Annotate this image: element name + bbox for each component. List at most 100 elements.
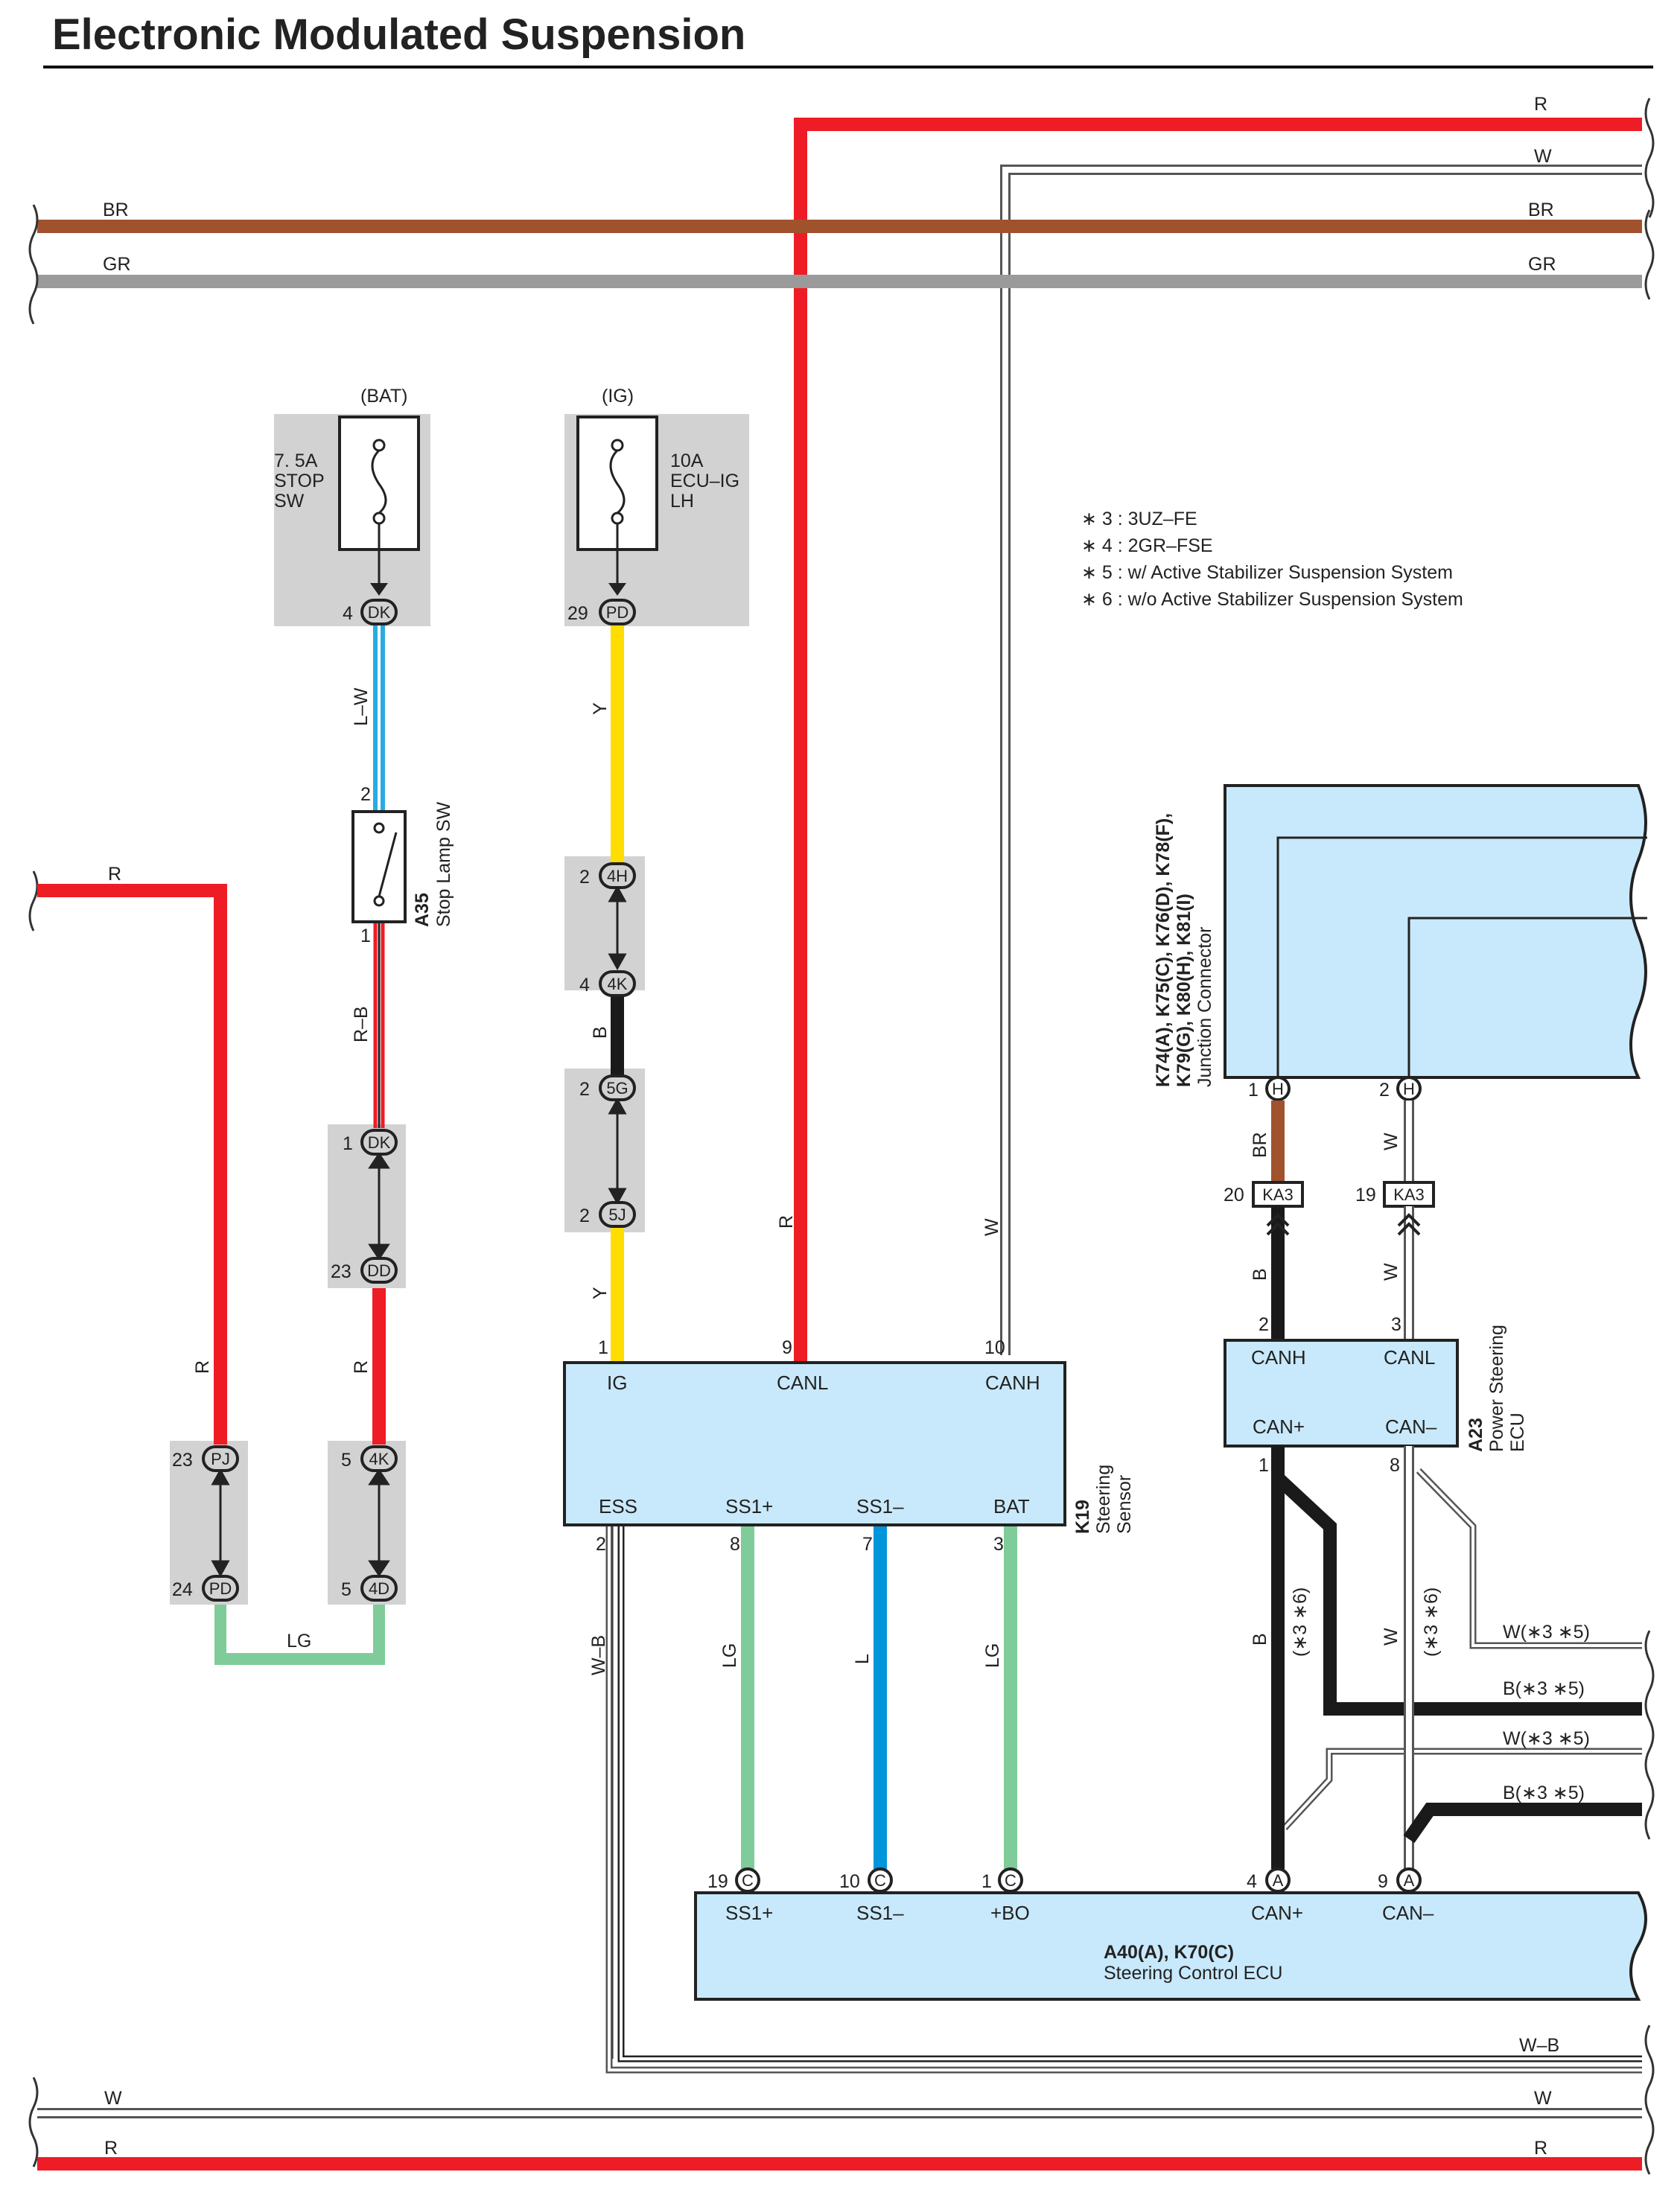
junction-connector bbox=[1224, 784, 1647, 1079]
junction-code-line2: K79(G), K80(H), K81(I) bbox=[1174, 894, 1194, 1087]
wire-label-gr-left: GR bbox=[103, 254, 131, 275]
wire-label-out-w35-1: W(∗3 ∗5) bbox=[1503, 1622, 1590, 1643]
conn-dk-mid: DK bbox=[368, 1133, 391, 1152]
sc-pin-c10-num: 10 bbox=[839, 1871, 860, 1892]
wire-label-br-left: BR bbox=[103, 200, 129, 220]
sc-ecu-name: Steering Control ECU bbox=[1104, 1963, 1282, 1984]
sc-term-canm: CAN– bbox=[1382, 1902, 1434, 1924]
ss-term-ig: IG bbox=[607, 1372, 627, 1394]
fuse-ecu-ig-lh bbox=[576, 415, 658, 596]
wire-label-lg-ss1p: LG bbox=[719, 1643, 740, 1668]
sc-term-canp: CAN+ bbox=[1251, 1902, 1303, 1924]
ps-ecu-term-canm: CAN– bbox=[1385, 1415, 1437, 1438]
ps-ecu-pin-canp: 1 bbox=[1259, 1455, 1269, 1476]
ss-term-canh: CANH bbox=[985, 1372, 1040, 1394]
wire-label-bottom-wb: W–B bbox=[1519, 2035, 1559, 2056]
sc-ecu-pins bbox=[735, 1867, 1422, 1893]
junction-code-line1: K74(A), K75(C), K76(D), K78(F), bbox=[1153, 813, 1174, 1087]
wire-label-w-h2: W bbox=[1381, 1133, 1401, 1150]
ps-ecu-pin-canm: 8 bbox=[1390, 1455, 1400, 1476]
conn-dd: DD bbox=[367, 1261, 391, 1280]
conn-5j: 5J bbox=[608, 1206, 626, 1224]
sc-ecu-code: A40(A), K70(C) bbox=[1104, 1942, 1234, 1963]
conn-4d-pin: 5 bbox=[341, 1579, 351, 1600]
conn-pd-bottom-pin: 24 bbox=[172, 1579, 193, 1600]
wire-label-bottom-w-left: W bbox=[104, 2088, 122, 2109]
wire-label-r-stop: R bbox=[351, 1360, 372, 1374]
wire-label-b-mid: B bbox=[590, 1026, 611, 1039]
wire-label-bottom-r-left: R bbox=[104, 2138, 118, 2159]
sc-pin-c1-num: 1 bbox=[981, 1871, 992, 1892]
stop-sw-pin-bottom: 1 bbox=[360, 926, 371, 946]
wire-label-top-w: W bbox=[1534, 146, 1552, 167]
fuse-bat-rating: 7. 5A bbox=[274, 450, 318, 471]
ss-name1: Steering bbox=[1093, 1465, 1114, 1534]
conn-dk-top-pin: 4 bbox=[343, 603, 353, 624]
fuse-ig-name1: ECU–IG bbox=[670, 471, 739, 491]
ss-term-canl: CANL bbox=[777, 1372, 828, 1394]
conn-4h-pin: 2 bbox=[579, 867, 590, 888]
stop-sw-code: A35 bbox=[412, 893, 433, 927]
power-steering-ecu bbox=[1224, 1339, 1459, 1448]
wire-label-w-ka3: W bbox=[1381, 1263, 1401, 1281]
conn-pd-top: PD bbox=[606, 603, 629, 622]
steering-sensor bbox=[563, 1361, 1066, 1526]
wire-label-canl-r: R bbox=[776, 1215, 797, 1229]
ss-pin-ss1m: 7 bbox=[862, 1534, 873, 1555]
sc-pin-a4: A bbox=[1273, 1871, 1284, 1890]
ss-pin-canl: 9 bbox=[782, 1337, 792, 1358]
ss-pin-bat: 3 bbox=[993, 1534, 1004, 1555]
ps-ecu-name1: Power Steering bbox=[1486, 1325, 1507, 1452]
ss-pin-ss1p: 8 bbox=[730, 1534, 740, 1555]
wire-label-canh-w: W bbox=[981, 1218, 1002, 1236]
ps-ecu-term-canl: CANL bbox=[1384, 1346, 1435, 1369]
wire-label-lw: L–W bbox=[351, 687, 372, 726]
sc-pin-a4-num: 4 bbox=[1247, 1871, 1257, 1892]
wire-label-l-ss1m: L bbox=[852, 1654, 873, 1664]
sc-term-bo: +BO bbox=[990, 1902, 1030, 1924]
sc-pin-a9: A bbox=[1404, 1871, 1415, 1890]
conn-4h: 4H bbox=[607, 867, 628, 885]
wire-note-36b: (∗3 ∗6) bbox=[1421, 1587, 1442, 1657]
stop-sw-pin-top: 2 bbox=[360, 784, 371, 805]
sc-pin-c19: C bbox=[742, 1871, 754, 1890]
wire-label-lg-bottom: LG bbox=[287, 1631, 311, 1652]
ss-pin-ess: 2 bbox=[596, 1534, 606, 1555]
sc-pin-c1: C bbox=[1005, 1871, 1016, 1890]
conn-4k-lower: 4K bbox=[369, 1450, 389, 1468]
sc-term-ss1m: SS1– bbox=[856, 1902, 904, 1924]
note-6: ∗ 6 : w/o Active Stabilizer Suspension S… bbox=[1081, 589, 1463, 610]
stop-lamp-switch bbox=[351, 810, 407, 923]
fuse-ig-name2: LH bbox=[670, 491, 694, 512]
top-bus bbox=[37, 118, 1642, 1363]
steering-control-ecu bbox=[694, 1891, 1647, 2001]
ss-term-bat: BAT bbox=[993, 1495, 1030, 1517]
conn-dk-mid-pin: 1 bbox=[343, 1133, 353, 1154]
conn-pj: PJ bbox=[211, 1450, 230, 1468]
junction-pin-h2-num: 2 bbox=[1379, 1080, 1390, 1101]
ps-ecu-term-canp: CAN+ bbox=[1253, 1415, 1305, 1438]
wire-label-br-right: BR bbox=[1528, 200, 1554, 220]
ss-pin-ig: 1 bbox=[598, 1337, 608, 1358]
ps-ecu-pin-canl: 3 bbox=[1391, 1314, 1401, 1335]
wire-label-out-b35-1: B(∗3 ∗5) bbox=[1503, 1678, 1585, 1699]
note-5: ∗ 5 : w/ Active Stabilizer Suspension Sy… bbox=[1081, 562, 1453, 583]
junction-pin-h1-num: 1 bbox=[1248, 1080, 1259, 1101]
wire-label-top-r: R bbox=[1534, 94, 1547, 115]
junction-pins bbox=[1265, 1076, 1422, 1101]
ps-ecu-name2: ECU bbox=[1507, 1413, 1528, 1452]
wire-label-bottom-r-right: R bbox=[1534, 2138, 1547, 2159]
junction-name: Junction Connector bbox=[1194, 927, 1215, 1087]
conn-5g: 5G bbox=[606, 1079, 628, 1098]
stop-sw-name: Stop Lamp SW bbox=[433, 801, 454, 927]
conn-5j-pin: 2 bbox=[579, 1206, 590, 1226]
wire-label-y-upper: Y bbox=[590, 702, 611, 715]
sc-term-ss1p: SS1+ bbox=[725, 1902, 773, 1924]
wire-label-bottom-w-right: W bbox=[1534, 2088, 1552, 2109]
ka3-connectors bbox=[1252, 1181, 1435, 1208]
steering-sensor-wires bbox=[37, 1526, 1642, 2171]
conn-dk-top: DK bbox=[368, 603, 391, 622]
conn-dd-pin: 23 bbox=[331, 1261, 351, 1282]
wire-label-wb: W–B bbox=[588, 1635, 609, 1675]
